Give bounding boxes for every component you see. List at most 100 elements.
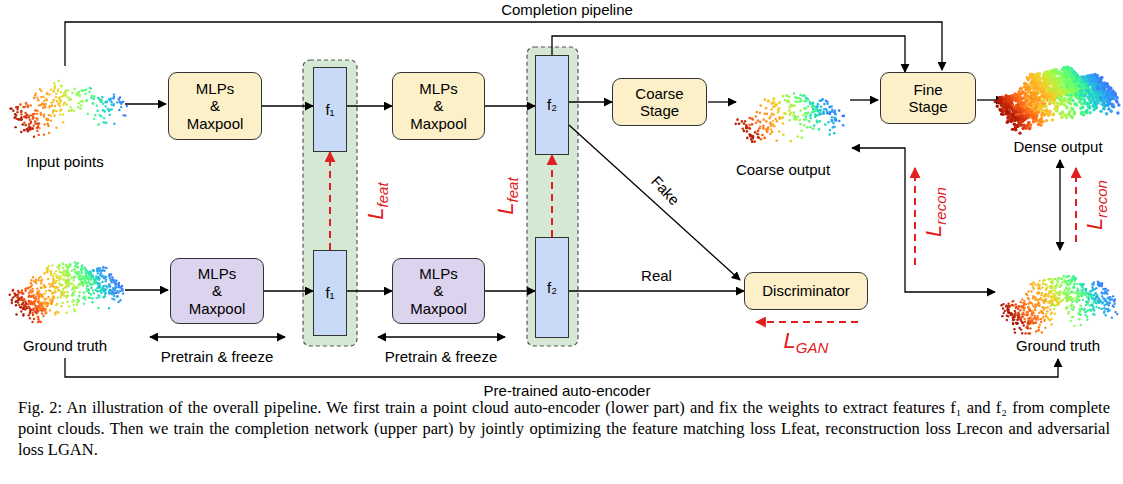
cloud-point bbox=[122, 101, 124, 103]
cloud-point bbox=[55, 304, 57, 306]
cloud-point bbox=[97, 286, 99, 288]
cloud-point bbox=[69, 263, 71, 265]
cloud-point bbox=[766, 130, 769, 133]
cloud-point bbox=[48, 132, 50, 134]
cloud-point bbox=[814, 109, 817, 112]
cloud-point bbox=[92, 269, 94, 271]
cloud-point bbox=[38, 304, 40, 306]
cloud-point bbox=[61, 95, 63, 97]
cloud-point bbox=[100, 289, 102, 291]
cloud-point bbox=[12, 290, 14, 292]
cloud-point bbox=[110, 273, 112, 275]
cloud-point bbox=[19, 103, 21, 105]
cloud-point bbox=[762, 125, 765, 128]
cloud-point bbox=[104, 280, 106, 282]
cloud-point bbox=[759, 111, 762, 114]
cloud-point bbox=[1117, 103, 1120, 106]
cloud-point bbox=[757, 130, 760, 133]
cloud-point bbox=[78, 283, 80, 285]
cloud-point bbox=[22, 301, 24, 303]
cloud-point bbox=[763, 137, 766, 140]
cloud-point bbox=[115, 280, 117, 282]
cloud-point bbox=[88, 278, 90, 280]
cloud-point bbox=[37, 316, 39, 318]
cloud-point bbox=[71, 92, 73, 94]
cloud-point bbox=[69, 106, 71, 108]
cloud-point bbox=[23, 299, 25, 301]
cloud-point bbox=[101, 270, 103, 272]
cloud-point bbox=[26, 128, 28, 130]
cloud-point bbox=[105, 122, 107, 124]
cloud-point bbox=[52, 112, 54, 114]
cloud-point bbox=[103, 121, 105, 123]
cloud-point bbox=[801, 136, 804, 139]
cloud-point bbox=[62, 288, 64, 290]
cloud-point bbox=[97, 307, 99, 309]
cloud-point bbox=[66, 275, 68, 277]
cloud-point bbox=[751, 123, 754, 126]
cloud-point bbox=[808, 100, 811, 103]
cloud-point bbox=[781, 117, 784, 120]
cloud-point bbox=[35, 312, 37, 314]
cloud-point bbox=[39, 293, 41, 295]
cloud-point bbox=[24, 124, 26, 126]
cloud-point bbox=[122, 292, 124, 294]
cloud-point bbox=[793, 118, 796, 121]
cloud-point bbox=[103, 117, 105, 119]
cloud-point bbox=[81, 89, 83, 91]
cloud-point bbox=[786, 100, 789, 103]
cloud-point bbox=[60, 91, 62, 93]
cloud-point bbox=[77, 106, 79, 108]
cloud-point bbox=[20, 291, 22, 293]
cloud-point bbox=[93, 98, 95, 100]
cloud-point bbox=[833, 111, 836, 114]
cloud-point bbox=[108, 292, 110, 294]
cloud-point bbox=[40, 96, 42, 98]
cloud-point bbox=[97, 270, 99, 272]
cloud-point bbox=[32, 290, 34, 292]
cloud-point bbox=[93, 95, 95, 97]
cloud-point bbox=[793, 111, 796, 114]
cloud-point bbox=[822, 111, 825, 114]
cloud-point bbox=[65, 265, 67, 267]
cloud-point bbox=[770, 108, 773, 111]
cloud-point bbox=[11, 299, 13, 301]
cloud-point bbox=[9, 294, 11, 296]
cloud-point bbox=[38, 299, 40, 301]
cloud-point bbox=[52, 292, 54, 294]
cloud-point bbox=[30, 279, 32, 281]
cloud-point bbox=[18, 118, 20, 120]
cloud-point bbox=[755, 115, 758, 118]
cloud-point bbox=[53, 82, 55, 84]
cloud-point bbox=[25, 124, 27, 126]
cloud-point bbox=[60, 85, 62, 87]
cloud-point bbox=[47, 123, 49, 125]
cloud-point bbox=[796, 135, 799, 138]
flow-arrow bbox=[850, 99, 878, 100]
cloud-point bbox=[112, 97, 114, 99]
cloud-point bbox=[34, 123, 36, 125]
cloud-point bbox=[75, 287, 77, 289]
cloud-point bbox=[809, 115, 812, 118]
cloud-point bbox=[50, 114, 52, 116]
cloud-point bbox=[84, 93, 86, 95]
cloud-point bbox=[98, 98, 100, 100]
cloud-point bbox=[54, 287, 56, 289]
cloud-point bbox=[799, 100, 802, 103]
cloud-point bbox=[91, 95, 93, 97]
cloud-point bbox=[797, 97, 800, 100]
cloud-point bbox=[775, 139, 778, 142]
cloud-point bbox=[109, 109, 111, 111]
cloud-point bbox=[788, 96, 791, 99]
cloud-point bbox=[759, 125, 762, 128]
cloud-point bbox=[833, 117, 836, 120]
cloud-point bbox=[14, 295, 16, 297]
cloud-point bbox=[59, 265, 61, 267]
cloud-point bbox=[104, 110, 106, 112]
cloud-point bbox=[776, 120, 779, 123]
cloud-point bbox=[51, 292, 53, 294]
cloud-point bbox=[1044, 109, 1047, 112]
cloud-point bbox=[24, 106, 26, 108]
cloud-point bbox=[1099, 110, 1102, 113]
cloud-point bbox=[94, 114, 96, 116]
